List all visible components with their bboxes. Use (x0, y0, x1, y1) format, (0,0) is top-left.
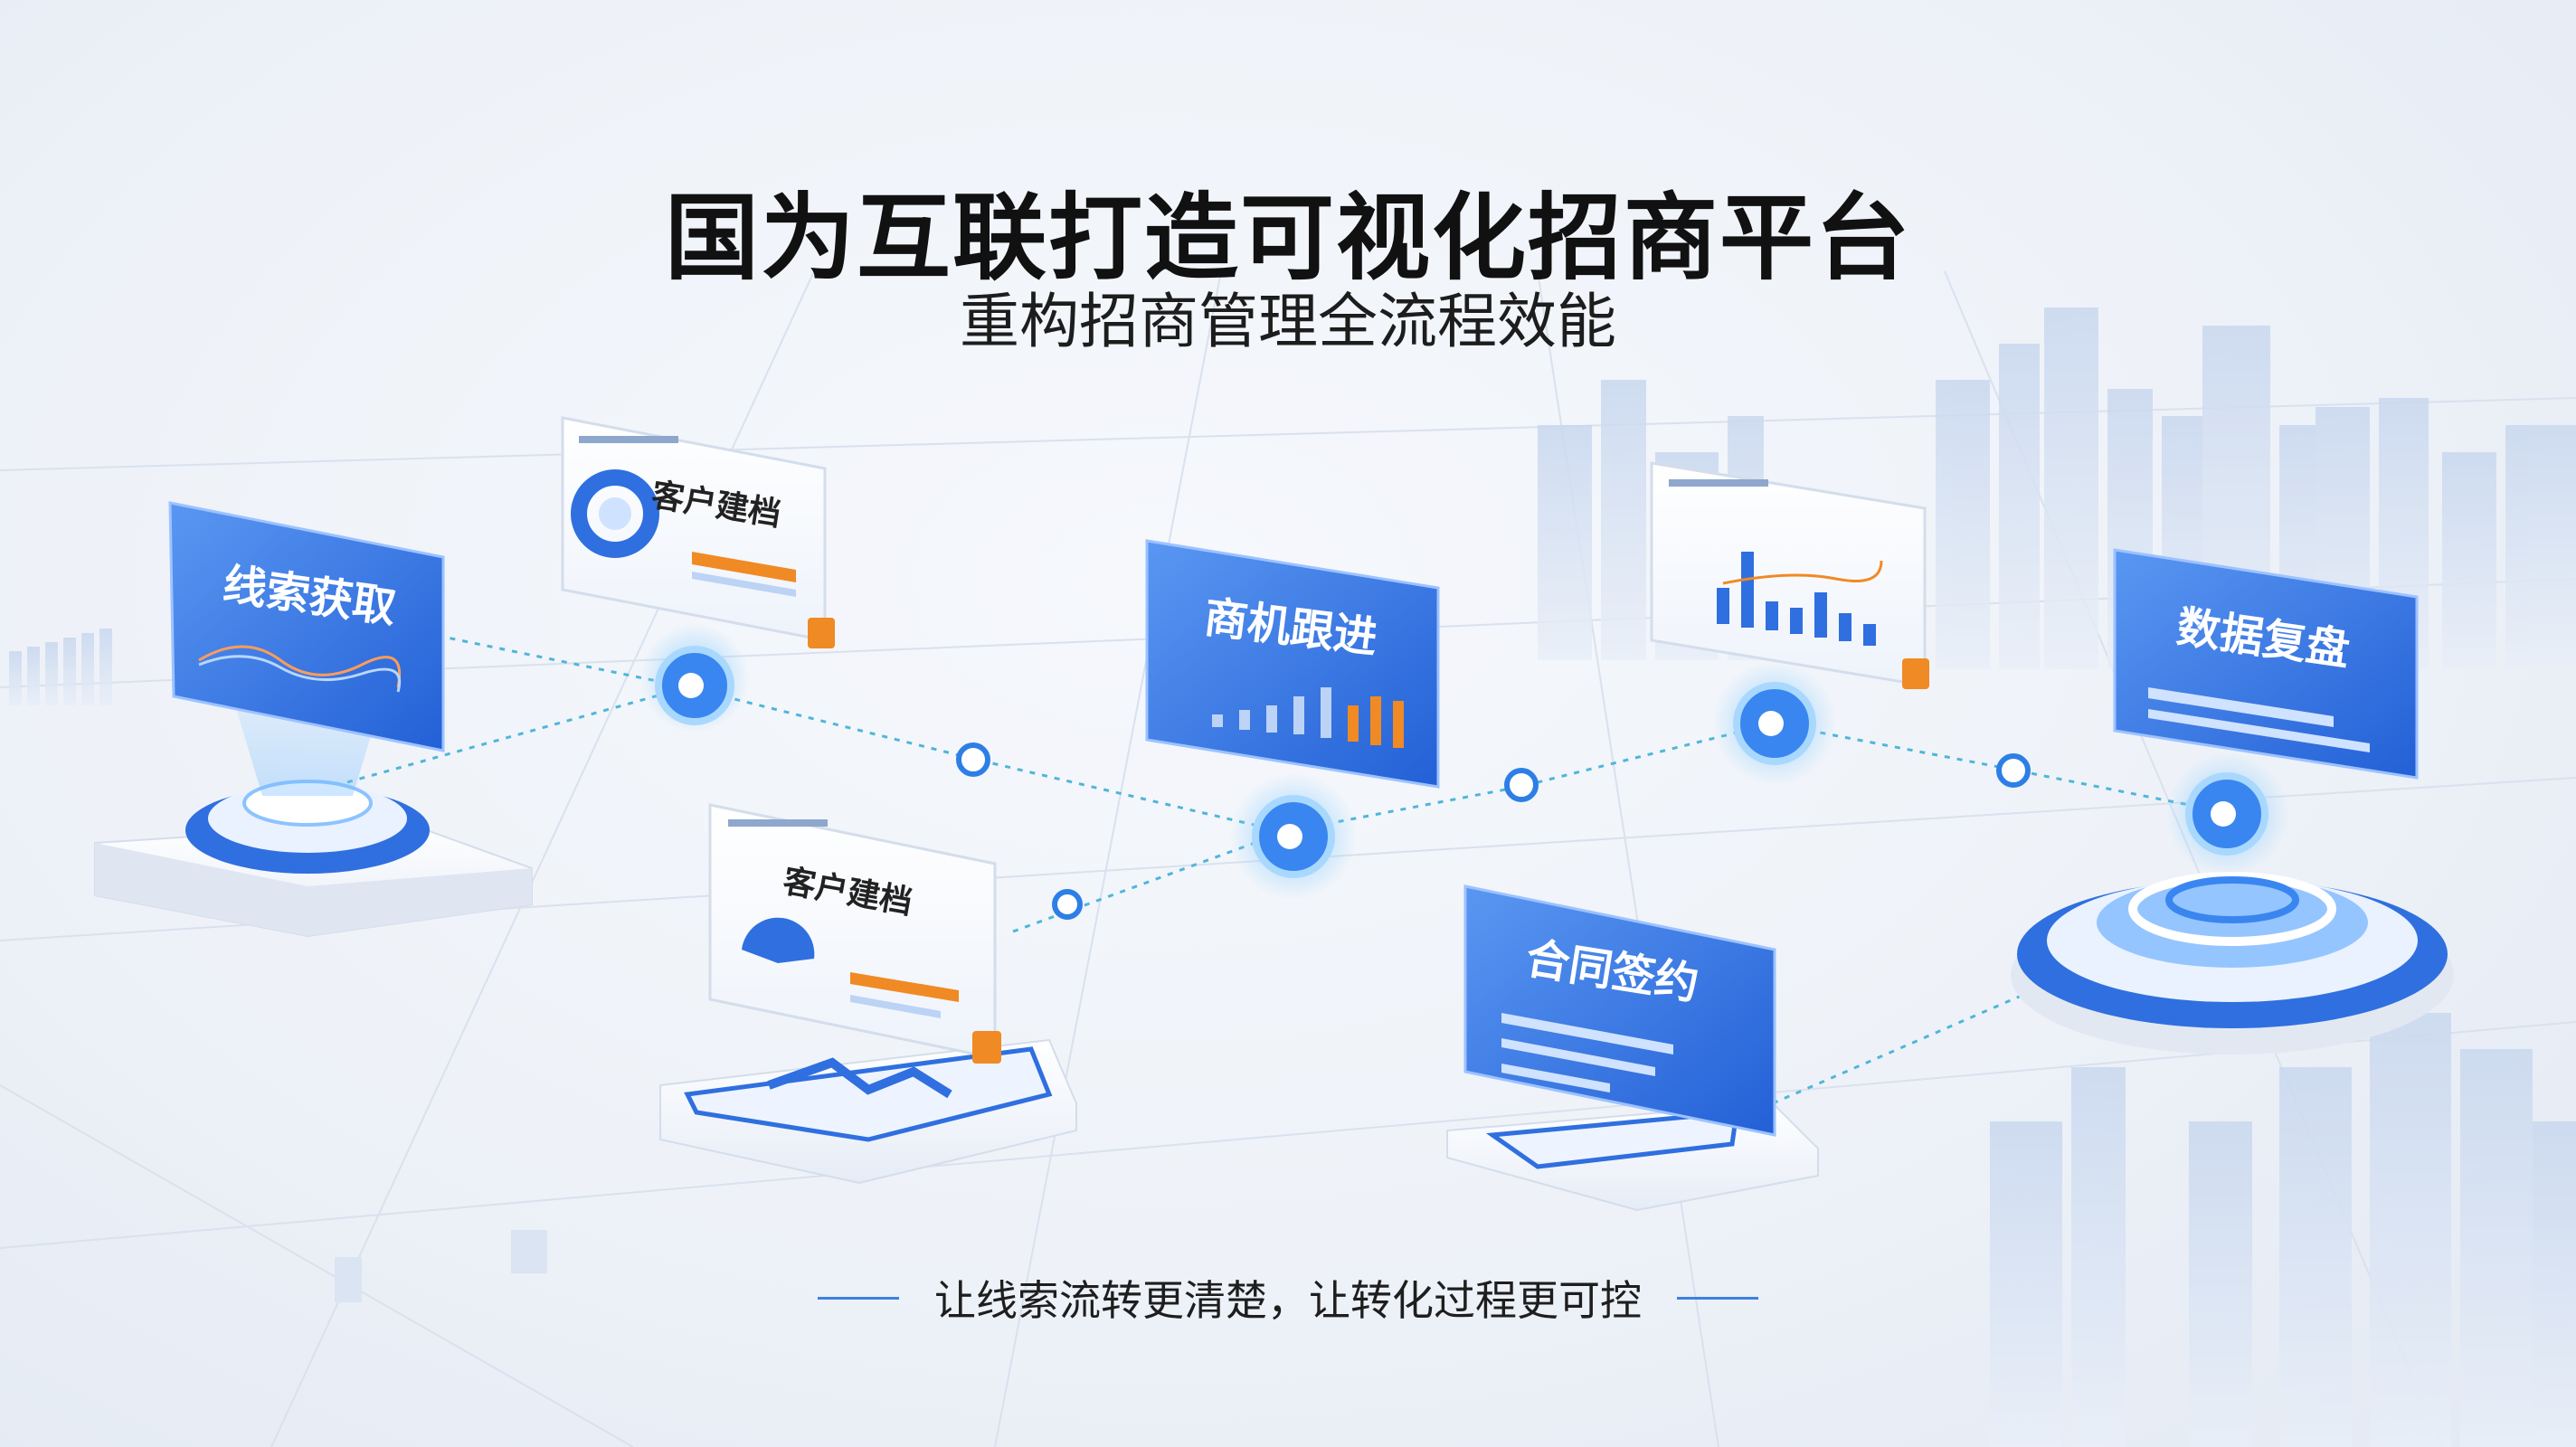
stage-analytics-card (1650, 461, 1929, 785)
tagline-text: 让线索流转更清楚，让转化过程更可控 (934, 1276, 1642, 1325)
opportunity-bars (1212, 687, 1404, 748)
page-title: 国为互联打造可视化招商平台 (664, 183, 1911, 293)
stage-contract: 合同签约 (1446, 884, 1819, 1212)
tagline-right-rule (1677, 1296, 1759, 1300)
stage-opportunity: 商机跟进 (1145, 539, 1440, 900)
stage-customer-profile-top: 客户建档 (561, 416, 835, 733)
analytics-bars (1717, 552, 1876, 646)
tagline-left-rule (817, 1296, 899, 1300)
stage-review: 数据复盘 (2011, 548, 2454, 1055)
tagline: 让线索流转更清楚，让转化过程更可控 (0, 1268, 2576, 1328)
page-subtitle: 重构招商管理全流程效能 (960, 287, 1616, 356)
stage-lead-capture: 线索获取 (94, 501, 533, 938)
stage-customer-profile-bottom: 客户建档 (659, 803, 1077, 1185)
connector-dots (956, 742, 2031, 920)
decorative-cubes (335, 1230, 547, 1302)
